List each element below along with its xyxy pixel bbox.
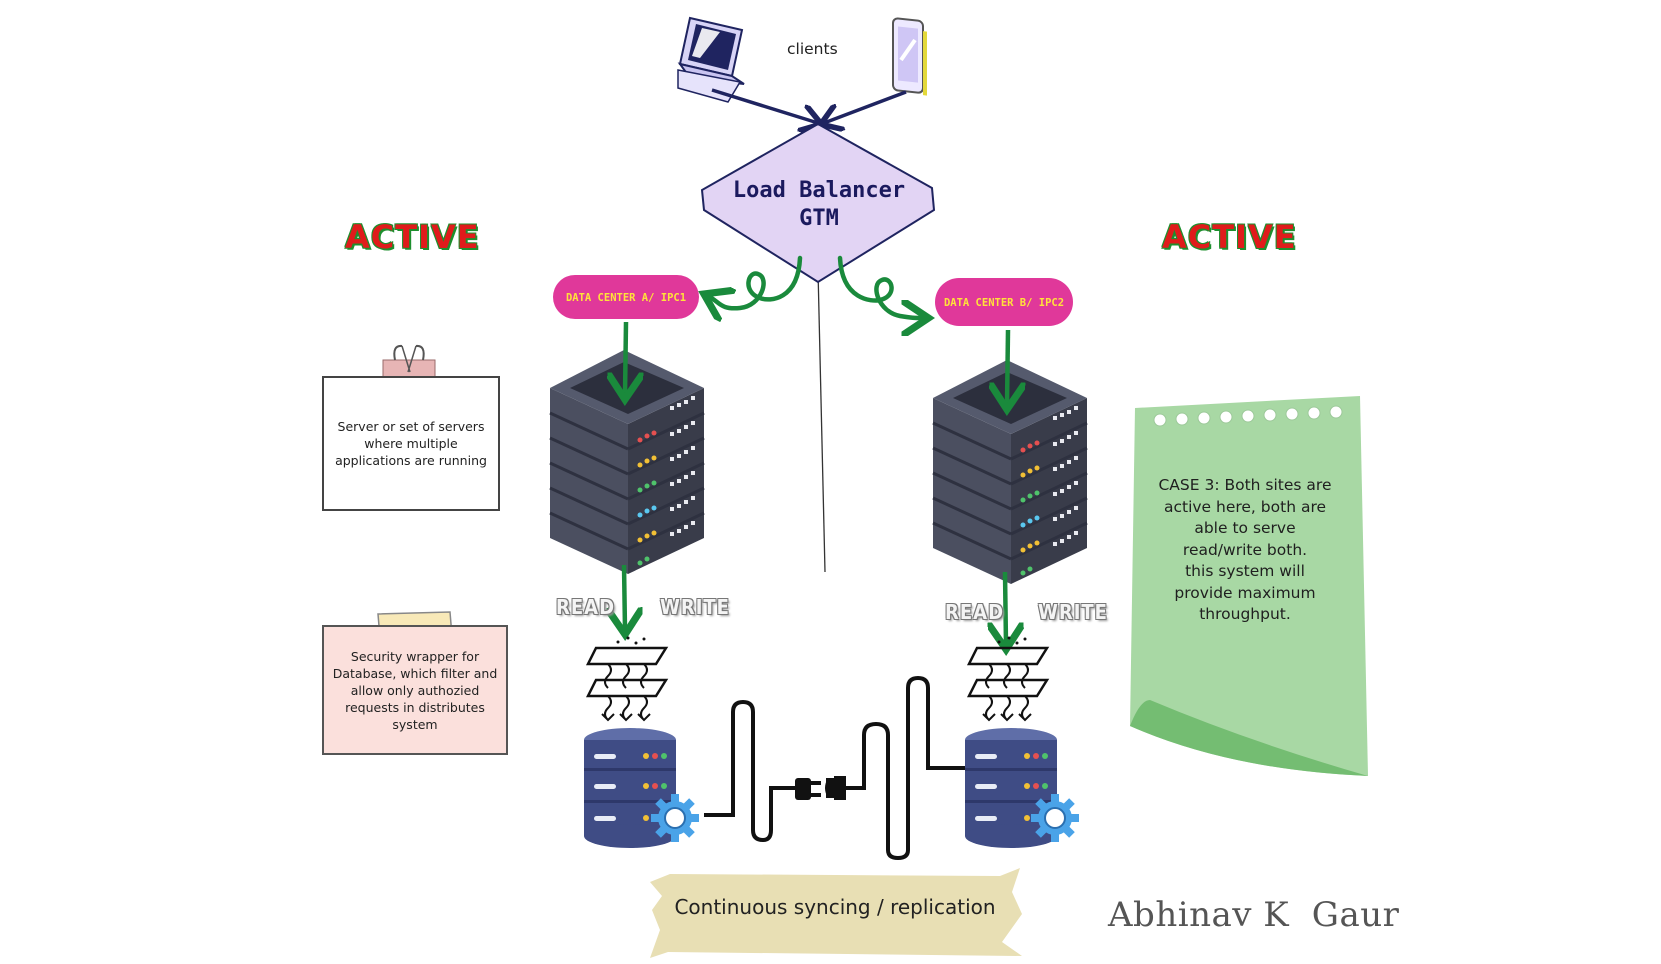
- case-note-line: this system will: [1185, 562, 1305, 580]
- case-note-line: read/write both.: [1182, 540, 1308, 559]
- datacenter-b-label: DATA CENTER B/ IPC2: [944, 297, 1064, 309]
- write-label-a: WRITE: [660, 595, 730, 619]
- load-balancer-title: Load Balancer: [733, 178, 905, 203]
- security-filter-icon-a: [586, 635, 668, 722]
- status-active-right: ACTIVE: [1162, 218, 1297, 256]
- clients-label: clients: [787, 40, 838, 58]
- green-sticky-note: [1130, 396, 1368, 776]
- load-balancer-subtitle: GTM: [799, 206, 839, 231]
- client-arrow-right: [824, 90, 907, 123]
- case-note-line: able to serve: [1194, 519, 1296, 537]
- read-label-b: READ: [945, 600, 1005, 624]
- read-label-a: READ: [556, 595, 616, 619]
- center-divider: [817, 269, 826, 573]
- status-active-left: ACTIVE: [345, 218, 480, 256]
- dc-a-to-server-arrow: [625, 321, 626, 395]
- plug-icon: [795, 776, 846, 800]
- datacenter-a-badge: DATA CENTER A/ IPC1: [553, 275, 699, 319]
- replication-cable: [704, 699, 795, 843]
- author-signature: Abhinav K Gaur: [1108, 895, 1400, 935]
- gear-icon-a: [650, 793, 700, 843]
- sync-label: Continuous syncing / replication: [674, 895, 996, 919]
- client-arrow-left: [711, 88, 818, 123]
- case-note-line: provide maximum: [1174, 583, 1316, 602]
- server-b-to-db-arrow: [1005, 571, 1006, 645]
- laptop-icon: [677, 16, 745, 103]
- security-filter-icon-b: [967, 635, 1049, 722]
- lb-arrow-to-dc-a: [708, 255, 803, 308]
- server-a-to-db-arrow: [624, 564, 625, 630]
- case-note-line: throughput.: [1199, 605, 1291, 623]
- server-note: Server or set of servers where multiple …: [322, 376, 500, 511]
- case-note: CASE 3: Both sites are active here, both…: [1145, 475, 1345, 645]
- sync-banner: [650, 868, 1022, 958]
- datacenter-b-badge: DATA CENTER B/ IPC2: [935, 278, 1073, 326]
- phone-icon: [892, 17, 927, 96]
- security-note: Security wrapper for Database, which fil…: [322, 625, 508, 755]
- datacenter-a-label: DATA CENTER A/ IPC1: [566, 292, 686, 304]
- case-note-line: CASE 3: Both sites are: [1158, 476, 1332, 494]
- gear-icon-b: [1030, 793, 1080, 843]
- load-balancer: Load Balancer GTM: [700, 122, 936, 284]
- replication-cable-right: [834, 675, 965, 861]
- write-label-b: WRITE: [1038, 600, 1108, 624]
- server-stack-b: [932, 360, 1088, 584]
- case-note-line: active here, both are: [1163, 497, 1327, 516]
- lb-arrow-to-dc-b: [837, 255, 924, 318]
- dc-b-to-server-arrow: [1007, 329, 1008, 405]
